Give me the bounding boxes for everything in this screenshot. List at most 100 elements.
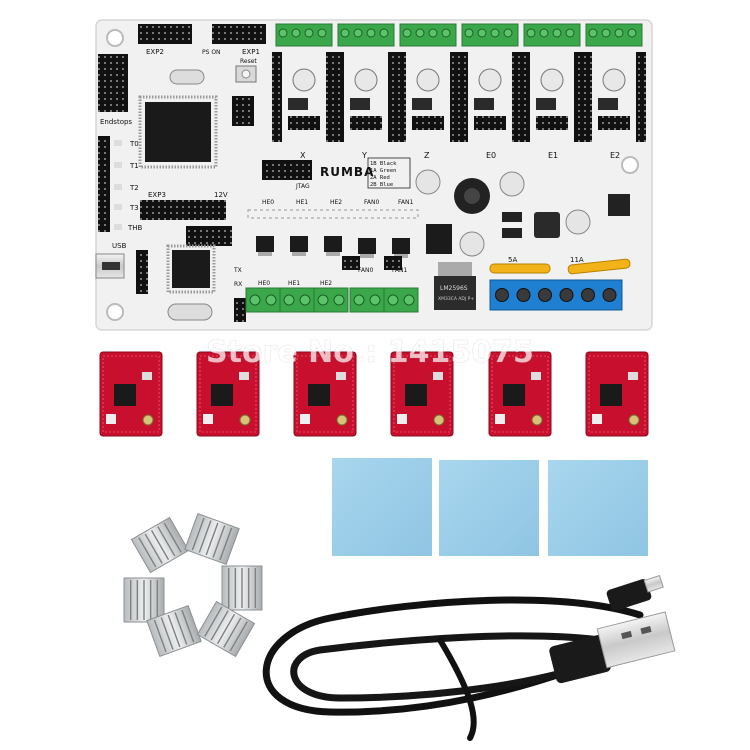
microstep-dip — [598, 98, 618, 110]
driver-slot-3: Z — [396, 23, 460, 160]
power-terminal-screw — [602, 288, 617, 302]
driver-cap — [300, 414, 310, 424]
driver-resistor — [628, 372, 638, 380]
terminal-screw — [304, 28, 314, 38]
t0-label: T0 — [129, 140, 139, 148]
driver-cap — [416, 68, 440, 92]
driver-traces — [199, 355, 257, 433]
crystal-top — [169, 69, 205, 85]
exp3-label: EXP3 — [148, 191, 166, 199]
jumper-5a — [489, 263, 551, 274]
mosfet-3 — [324, 236, 342, 252]
driver-socket-left — [334, 52, 344, 142]
microstep-jumpers — [536, 116, 568, 130]
rumba-board: EXP2 EXP1 PS ON Endstops Reset T0 T1 T2 … — [95, 19, 653, 331]
driver-slot-5: E1 — [520, 23, 584, 160]
usb-label: USB — [112, 242, 127, 250]
driver-slot-4: E0 — [458, 23, 522, 160]
motor-terminal — [523, 23, 581, 47]
power-terminal-screw — [559, 288, 574, 302]
mini-usb-plug — [606, 579, 652, 611]
terminal-screw — [317, 294, 329, 306]
driver-slot-label: Y — [361, 151, 367, 160]
driver-chip — [405, 384, 427, 406]
terminal-screw — [366, 28, 376, 38]
mcu-chip — [145, 102, 211, 162]
power-label-5a: 5A — [508, 256, 517, 264]
heatsink-fin — [223, 617, 242, 648]
ps-on-label: PS ON — [202, 49, 221, 56]
terminal-screw — [265, 294, 277, 306]
thermal-pad-2 — [439, 460, 539, 556]
terminal-screw — [283, 294, 295, 306]
terminal-screw — [387, 294, 399, 306]
usb-chip — [172, 250, 210, 288]
terminal-screw — [464, 28, 474, 38]
driver-socket-right — [388, 52, 398, 142]
driver-traces — [393, 355, 451, 433]
terminal-screw — [627, 28, 637, 38]
capacitor-c — [459, 231, 485, 257]
crystal-bottom — [167, 303, 213, 321]
motor-terminal — [337, 23, 395, 47]
usb-a-plug-body — [549, 634, 611, 684]
terminal-screw — [441, 28, 451, 38]
capacitor-a — [415, 169, 441, 195]
capacitor-b — [499, 171, 525, 197]
thermistor-labels: T0 T1 T2 T3 THB — [127, 140, 143, 232]
cable-loop-inner — [290, 632, 614, 702]
store-watermark: Store No.: 1415075 — [206, 335, 534, 370]
jumper-11a — [567, 258, 631, 275]
heatsink-2 — [184, 512, 240, 566]
fan-header-1 — [342, 256, 360, 270]
regulator-chip — [434, 276, 476, 310]
microstep-dip — [288, 98, 308, 110]
terminal-label-he1: HE1 — [288, 280, 300, 287]
usb-port-slot — [102, 262, 120, 270]
power-terminal-body — [489, 279, 623, 311]
thermal-pads — [332, 458, 648, 556]
power-terminal-screw — [516, 288, 531, 302]
usb-a-slot-1 — [621, 630, 633, 640]
heater-label-he0: HE0 — [262, 199, 274, 206]
heatsink-fin — [138, 537, 157, 568]
heatsink-3 — [123, 577, 165, 623]
usb-cable — [262, 574, 676, 741]
heater-label-fan0: FAN0 — [364, 199, 379, 206]
endstops-label: Endstops — [100, 118, 132, 126]
heatsink-fin — [150, 529, 170, 561]
diode-b — [502, 228, 522, 238]
mount-hole-bl — [106, 303, 124, 321]
terminal-screw — [428, 28, 438, 38]
mosfet-4 — [358, 238, 376, 254]
t2-label: T2 — [129, 184, 139, 192]
terminal-screw — [369, 294, 381, 306]
rumba-logo-text: RUMBA — [320, 165, 374, 179]
driver-cap — [592, 414, 602, 424]
driver-socket-right — [326, 52, 336, 142]
microstep-dip — [474, 98, 494, 110]
terminal-label-he2: HE2 — [320, 280, 332, 287]
stepper-driver-4 — [390, 351, 454, 437]
heatsink-fin — [229, 621, 248, 652]
terminal-label-fan0: FAN0 — [358, 267, 373, 274]
terminal-screw — [552, 28, 562, 38]
heatsink-fin — [153, 619, 167, 653]
cable-tail — [437, 637, 477, 741]
driver-resistor — [433, 372, 443, 380]
exp2-label: EXP2 — [146, 48, 164, 56]
heater-label-fan1: FAN1 — [398, 199, 413, 206]
reset-label: Reset — [240, 58, 257, 65]
driver-pot — [142, 414, 154, 426]
fan-header-2 — [384, 256, 402, 270]
smd-inductor — [534, 212, 560, 238]
stepper-driver-6 — [585, 351, 649, 437]
terminal-screw — [539, 28, 549, 38]
power-terminal-screw — [581, 288, 595, 302]
driver-resistor — [239, 372, 249, 380]
heater-label-he2: HE2 — [330, 199, 342, 206]
rx-tx-header — [234, 298, 246, 322]
motor-terminal — [275, 23, 333, 47]
driver-cap — [354, 68, 378, 92]
microstep-dip — [536, 98, 556, 110]
